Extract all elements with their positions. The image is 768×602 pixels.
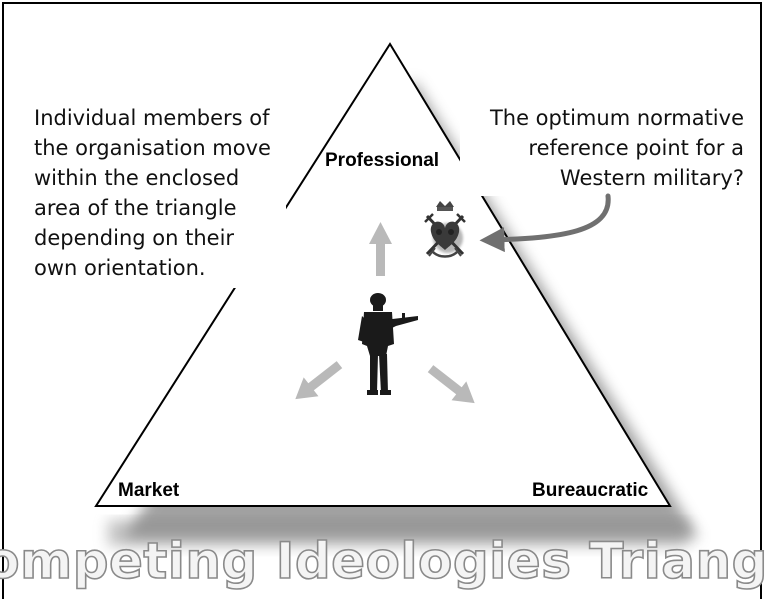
left-note-line: Individual members of: [34, 106, 270, 130]
vertex-label-bureaucratic: Bureaucratic: [532, 480, 649, 501]
right-note-line: The optimum normative: [489, 106, 744, 130]
title-shadow-band: [108, 520, 688, 546]
vertex-label-professional: Professional: [325, 150, 439, 171]
left-note-line: depending on their: [34, 226, 234, 250]
right-note-line: Western military?: [560, 166, 744, 190]
vertex-label-market: Market: [118, 480, 180, 501]
arrow-up-icon: [369, 222, 392, 276]
arrow-down-right-icon: [427, 365, 475, 404]
left-note-line: own orientation.: [34, 256, 206, 280]
left-note-line: the organisation move: [34, 136, 271, 160]
left-note-bg: [28, 98, 286, 288]
right-note: The optimum normative reference point fo…: [489, 106, 744, 190]
right-note-bg: [460, 100, 750, 196]
crossed-swords-crest-icon: [424, 201, 466, 258]
left-note: Individual members of the organisation m…: [34, 106, 271, 280]
orientation-arrows: [295, 222, 475, 404]
right-note-line: reference point for a: [528, 136, 744, 160]
left-note-line: area of the triangle: [34, 196, 237, 220]
diagram-title: Competing Ideologies Triangle: [0, 532, 768, 590]
curved-pointer-arrow-icon: [479, 193, 611, 253]
arrow-down-left-icon: [295, 361, 343, 400]
soldier-icon: [358, 293, 418, 395]
left-note-line: within the enclosed: [34, 166, 239, 190]
